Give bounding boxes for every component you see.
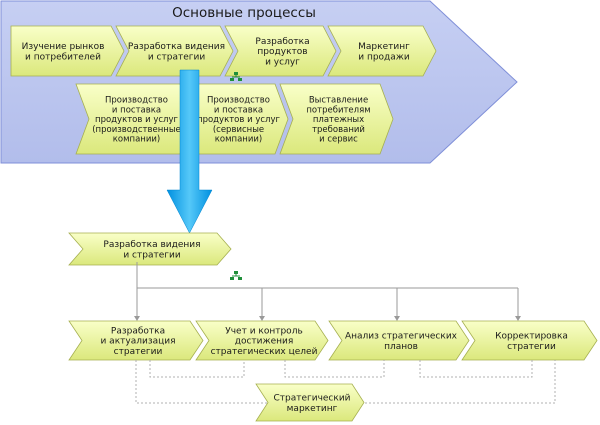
detail-step-label-line: Корректировка — [495, 332, 568, 342]
detail-step-shape — [68, 320, 204, 361]
strategic-marketing-step-shape — [255, 383, 365, 422]
detail-root-step-label-line: и стратегии — [123, 250, 180, 260]
main-process-step-label-line: Изучение рынков — [22, 42, 105, 52]
sub-process-step-label-line: продуктов и услуг — [197, 115, 280, 125]
detail-root-step-label-line: Разработка видения — [103, 240, 200, 250]
detail-step-shape — [328, 320, 470, 361]
sub-process-step-label-line: (производственные — [92, 125, 181, 135]
connectors — [134, 262, 521, 321]
sub-process-step-label-line: и поставка — [112, 105, 161, 115]
main-process-step-shape — [10, 25, 125, 77]
detail-step-label-line: и актуализация — [100, 337, 175, 347]
hierarchy-icon — [230, 72, 242, 81]
hierarchy-icon — [230, 271, 242, 280]
main-process-step-shape — [224, 25, 337, 77]
main-process-step-shape — [115, 25, 234, 77]
sub-process-step-label-line: компании) — [113, 134, 160, 144]
detail-step[interactable]: Учет и контрольдостижениястратегических … — [195, 320, 329, 361]
sub-process-step-label-line: платежных — [313, 115, 364, 125]
detail-step-label-line: достижения — [235, 337, 294, 347]
sub-process-step-shape — [279, 83, 394, 155]
detail-step-label-line: стратегии — [507, 342, 556, 352]
sub-process-step-label-line: компании) — [215, 134, 262, 144]
sub-process-step-label-line: требований — [312, 125, 365, 135]
detail-step-label-line: стратегии — [114, 347, 163, 357]
main-process-step-label-line: Разработка — [255, 37, 309, 47]
sub-process-step-label-line: (сервисные — [213, 125, 264, 135]
detail-root-step-shape — [68, 232, 232, 266]
strategic-marketing-step-label-line: маркетинг — [287, 404, 338, 414]
sub-process-step-label-line: Выставление — [309, 96, 368, 106]
detail-step-shape — [195, 320, 329, 361]
detail-step-label-line: Учет и контроль — [225, 327, 303, 337]
feedback-line-1 — [149, 360, 245, 378]
main-process-step-label-line: Разработка видения — [128, 42, 225, 52]
main-process-step-label-line: и потребителей — [25, 52, 101, 62]
feedback-line-2 — [284, 360, 385, 378]
detail-step-label-line: Разработка — [111, 327, 165, 337]
sub-process-step-label-line: Производство — [105, 96, 168, 106]
detail-step-label-line: планов — [384, 342, 418, 352]
main-process-step-shape — [327, 25, 437, 77]
main-process-step-label-line: и продажи — [358, 52, 410, 62]
sub-process-step[interactable]: Выставлениепотребителямплатежныхтребован… — [279, 83, 394, 155]
drilldown-arrow — [166, 69, 213, 234]
sub-process-step-label-line: Производство — [207, 96, 270, 106]
main-process-step-label-line: Маркетинг — [358, 42, 410, 52]
main-process-step-label-line: и услуг — [265, 57, 300, 67]
detail-step-label-line: стратегических целей — [211, 347, 318, 357]
sub-process-step-label-line: потребителям — [306, 105, 370, 115]
main-process-step-label-line: и стратегии — [148, 52, 205, 62]
strategic-marketing-step-label-line: Стратегический — [273, 394, 350, 404]
band-title: Основные процессы — [172, 5, 316, 21]
detail-step-label-line: Анализ стратегических — [345, 332, 458, 342]
sub-process-step-label-line: и сервис — [319, 134, 358, 144]
detail-step-shape — [461, 320, 598, 361]
main-process-step-label-line: продуктов — [257, 47, 307, 57]
sub-process-step-label-line: и поставка — [214, 105, 263, 115]
feedback-line-3 — [419, 360, 533, 378]
sub-process-step-label-line: продуктов и услуг — [95, 115, 178, 125]
